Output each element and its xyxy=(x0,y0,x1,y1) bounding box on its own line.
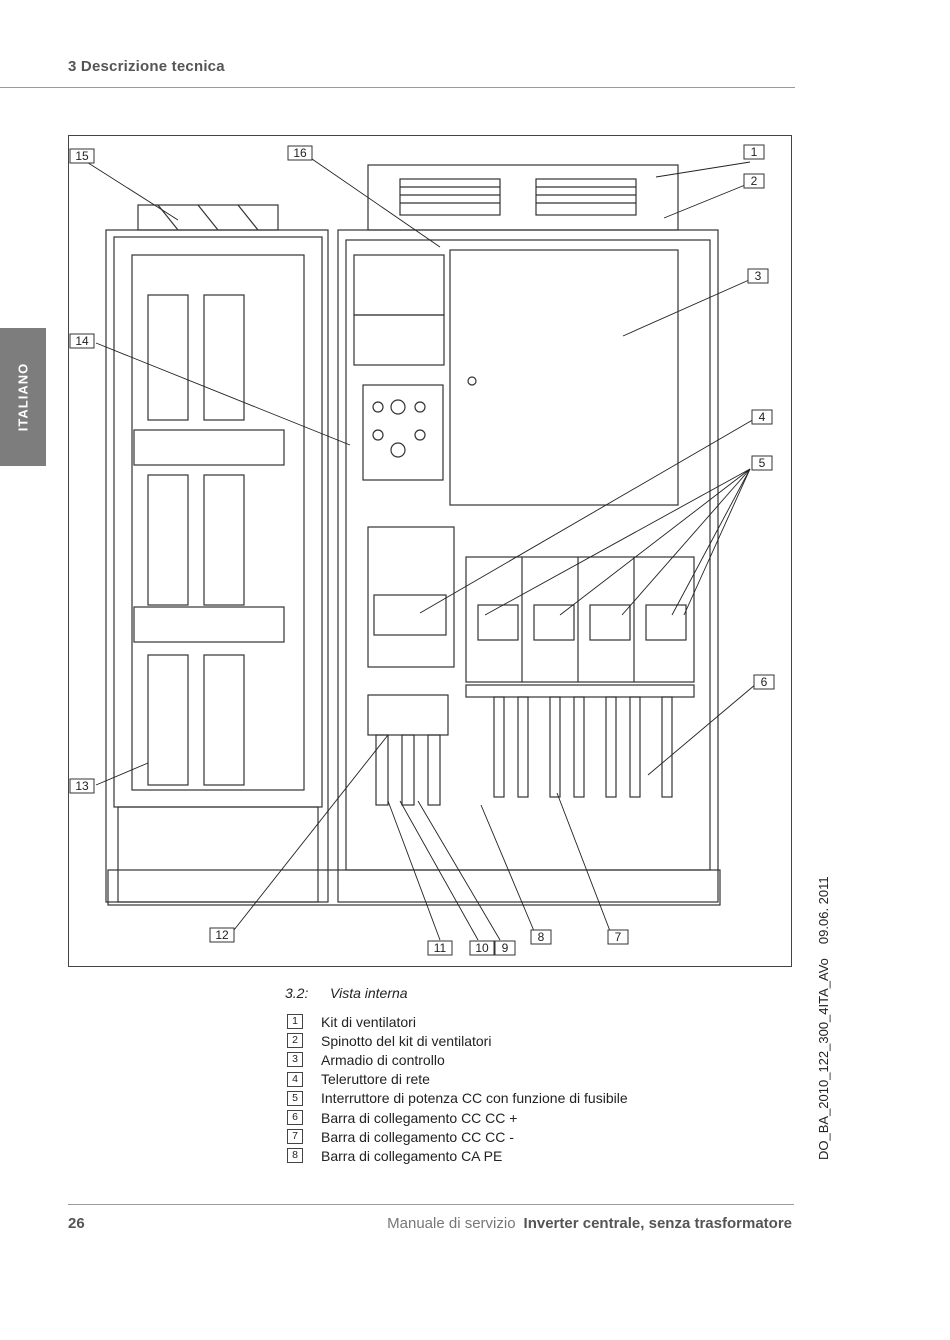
manual-label: Manuale di servizio xyxy=(387,1215,516,1232)
svg-text:12: 12 xyxy=(215,928,229,942)
legend-item-number: 2 xyxy=(287,1033,303,1049)
footer-divider xyxy=(68,1204,794,1205)
page-number: 26 xyxy=(68,1215,85,1232)
callout-14: 14 xyxy=(69,333,95,349)
legend-item: 5 Interruttore di potenza CC con funzione… xyxy=(287,1089,628,1108)
legend-item-text: Spinotto del kit di ventilatori xyxy=(321,1032,492,1049)
product-title: Inverter centrale, senza trasformatore xyxy=(523,1215,792,1232)
legend-item-number: 3 xyxy=(287,1052,303,1068)
callout-2: 2 xyxy=(743,173,765,189)
svg-text:5: 5 xyxy=(759,456,766,470)
legend-item: 4 Teleruttore di rete xyxy=(287,1070,628,1089)
document-date: 09.06. 2011 xyxy=(816,876,831,945)
legend-item: 6 Barra di collegamento CC CC + xyxy=(287,1108,628,1127)
legend-item: 3 Armadio di controllo xyxy=(287,1050,628,1069)
callout-5: 5 xyxy=(751,455,773,471)
svg-text:8: 8 xyxy=(538,930,545,944)
legend-item-number: 8 xyxy=(287,1148,303,1164)
legend-item: 8 Barra di collegamento CA PE xyxy=(287,1146,628,1165)
callout-12: 12 xyxy=(209,927,235,943)
document-code: DO_BA_2010_122_300_4ITA_AVo 09.06. 2011 xyxy=(816,876,831,1160)
callout-16: 16 xyxy=(287,145,313,161)
legend-item: 2 Spinotto del kit di ventilatori xyxy=(287,1031,628,1050)
svg-text:7: 7 xyxy=(615,930,622,944)
legend-item: 1 Kit di ventilatori xyxy=(287,1012,628,1031)
svg-text:1: 1 xyxy=(751,145,758,159)
svg-text:10: 10 xyxy=(475,941,489,955)
legend-item: 7 Barra di collegamento CC CC - xyxy=(287,1127,628,1146)
svg-text:9: 9 xyxy=(502,941,509,955)
legend-item-text: Barra di collegamento CC CC + xyxy=(321,1109,518,1126)
callout-13: 13 xyxy=(69,778,95,794)
header-divider xyxy=(0,87,795,88)
callout-4: 4 xyxy=(751,409,773,425)
legend-item-number: 7 xyxy=(287,1129,303,1145)
legend-item-text: Kit di ventilatori xyxy=(321,1013,416,1030)
figure-legend: 1 Kit di ventilatori 2 Spinotto del kit di… xyxy=(287,1012,628,1166)
legend-item-text: Armadio di controllo xyxy=(321,1051,445,1068)
svg-text:11: 11 xyxy=(434,941,447,955)
svg-text:15: 15 xyxy=(75,149,89,163)
svg-text:16: 16 xyxy=(293,146,307,160)
figure-frame xyxy=(68,135,792,967)
legend-item-number: 1 xyxy=(287,1014,303,1030)
svg-text:13: 13 xyxy=(75,779,89,793)
svg-text:2: 2 xyxy=(751,174,758,188)
callout-labels: 1 2 3 4 5 6 7 8 9 10 11 12 13 14 15 16 xyxy=(69,144,775,956)
svg-text:14: 14 xyxy=(75,334,89,348)
language-tab: ITALIANO xyxy=(0,328,46,466)
callout-15: 15 xyxy=(69,148,95,164)
svg-text:6: 6 xyxy=(761,675,768,689)
callout-8: 8 xyxy=(530,929,552,945)
figure-caption-number: 3.2: xyxy=(285,985,309,1001)
legend-item-text: Interruttore di potenza CC con funzione … xyxy=(321,1090,628,1107)
legend-item-text: Barra di collegamento CA PE xyxy=(321,1147,503,1164)
legend-item-number: 5 xyxy=(287,1090,303,1106)
inverter-interior-drawing: 1 2 3 4 5 6 7 8 9 10 11 12 13 14 15 16 xyxy=(69,144,775,956)
legend-item-number: 4 xyxy=(287,1071,303,1087)
figure-caption-title: Vista interna xyxy=(330,985,408,1001)
legend-item-number: 6 xyxy=(287,1110,303,1126)
section-title: 3 Descrizione tecnica xyxy=(68,58,225,75)
callout-1: 1 xyxy=(743,144,765,160)
legend-item-text: Barra di collegamento CC CC - xyxy=(321,1128,514,1145)
callout-11: 11 xyxy=(427,940,453,956)
svg-text:4: 4 xyxy=(759,410,766,424)
svg-text:3: 3 xyxy=(755,269,762,283)
callout-6: 6 xyxy=(753,674,775,690)
language-tab-label: ITALIANO xyxy=(15,362,31,432)
footer-title: Manuale di servizio Inverter centrale, se… xyxy=(387,1215,792,1232)
figure-caption: 3.2: Vista interna xyxy=(285,985,408,1001)
callout-10: 10 xyxy=(469,940,495,956)
legend-item-text: Teleruttore di rete xyxy=(321,1071,430,1088)
callout-9: 9 xyxy=(494,940,516,956)
document-id: DO_BA_2010_122_300_4ITA_AVo xyxy=(816,958,831,1160)
callout-3: 3 xyxy=(747,268,769,284)
callout-7: 7 xyxy=(607,929,629,945)
